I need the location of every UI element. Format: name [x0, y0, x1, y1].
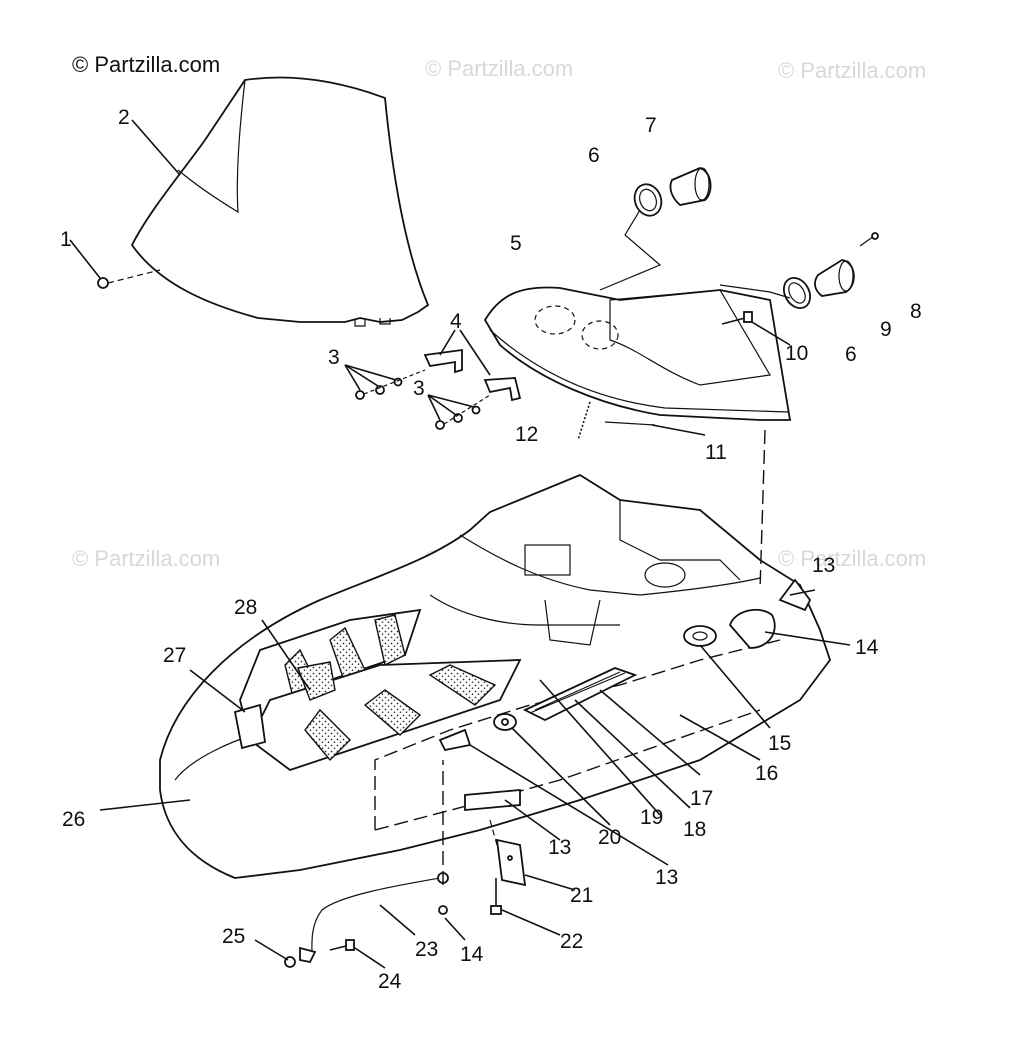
- switch: [721, 311, 753, 325]
- callout-1: 1: [60, 228, 72, 251]
- callout-23: 23: [415, 938, 438, 961]
- callout-21: 21: [570, 884, 593, 907]
- windshield: [130, 76, 430, 327]
- callout-13: 13: [655, 866, 678, 889]
- watermark-faint: © Partzilla.com: [778, 58, 927, 83]
- callout-11: 11: [705, 441, 727, 464]
- callout-5: 5: [510, 232, 522, 255]
- callout-6: 6: [845, 343, 857, 366]
- callout-22: 22: [560, 930, 583, 953]
- leader-line: [751, 321, 791, 346]
- callout-12: 12: [515, 423, 538, 446]
- watermark-faint: © Partzilla.com: [72, 546, 221, 571]
- decal: [778, 578, 812, 612]
- callout-7: 7: [645, 114, 657, 137]
- callout-2: 2: [118, 106, 130, 129]
- indicator-wire: [719, 284, 791, 299]
- nut-washer-set: [355, 369, 491, 430]
- leader-line: [651, 424, 706, 436]
- wire: [604, 421, 656, 426]
- grommet: [683, 625, 717, 647]
- leader-line: [439, 329, 456, 356]
- leader-line: [344, 364, 379, 387]
- gauge-cup: [669, 167, 712, 206]
- callout-6: 6: [588, 144, 600, 167]
- callout-labels: 1 2 3 3 4 5 6 6 7 8 9 10 11 12 13 13 13 …: [60, 106, 922, 993]
- callout-18: 18: [683, 818, 706, 841]
- watermark-faint: © Partzilla.com: [778, 546, 927, 571]
- callout-27: 27: [163, 644, 186, 667]
- callout-26: 26: [62, 808, 85, 831]
- access-cover: [728, 608, 776, 649]
- side-grommet: [493, 713, 517, 731]
- watermark-main: © Partzilla.com: [72, 52, 221, 77]
- alignment-line: [759, 429, 766, 591]
- leader-line: [344, 364, 361, 391]
- callout-8: 8: [910, 300, 922, 323]
- leader-line: [131, 119, 181, 176]
- indicator-light: [814, 232, 879, 297]
- bolt-lower: [329, 939, 355, 951]
- callout-13: 13: [812, 554, 835, 577]
- leader-line: [459, 329, 491, 376]
- callout-20: 20: [598, 826, 621, 849]
- watermark-faint: © Partzilla.com: [425, 56, 574, 81]
- callout-4: 4: [450, 310, 462, 333]
- callout-3: 3: [413, 377, 425, 400]
- mounting-bracket: [423, 348, 522, 402]
- callout-9: 9: [880, 318, 892, 341]
- screw: [69, 239, 161, 289]
- leader-line: [427, 394, 475, 408]
- callout-25: 25: [222, 925, 245, 948]
- gauge-bezel: [633, 183, 663, 217]
- decal: [464, 789, 521, 811]
- callout-13: 13: [548, 836, 571, 859]
- gauge-bezel-right: [782, 277, 812, 309]
- bolt: [490, 878, 502, 915]
- callout-15: 15: [768, 732, 791, 755]
- leader-lines: [99, 589, 851, 969]
- side-vent-ribs: [529, 671, 626, 714]
- callout-19: 19: [640, 806, 663, 829]
- callout-14: 14: [855, 636, 879, 659]
- gauge-wire: [599, 209, 662, 291]
- vent-louvers: [233, 608, 522, 772]
- callout-28: 28: [234, 596, 257, 619]
- callout-14: 14: [460, 943, 484, 966]
- dash-panel: [483, 286, 792, 421]
- leader-line: [427, 394, 457, 416]
- leader-line: [427, 394, 441, 421]
- spring-cable: [577, 401, 591, 441]
- callout-17: 17: [690, 787, 713, 810]
- screw: [438, 905, 448, 915]
- leader-line: [344, 364, 397, 381]
- callout-24: 24: [378, 970, 402, 993]
- hinge-bracket: [489, 819, 527, 887]
- callout-16: 16: [755, 762, 778, 785]
- callout-3: 3: [328, 346, 340, 369]
- callout-10: 10: [785, 342, 808, 365]
